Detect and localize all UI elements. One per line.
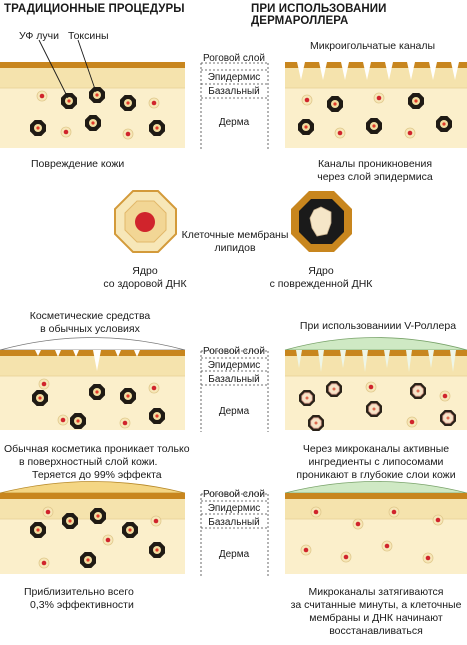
panel5-caption-2: 0,3% эффективности [30, 599, 134, 611]
toxins-label: Токсины [68, 30, 109, 42]
layer-label-epidermis-1: Эпидермис [207, 72, 261, 83]
panel2-top-label: Микроигольчатые каналы [310, 40, 436, 52]
panel3-caption-2: в поверхностный слой кожи. [19, 456, 158, 468]
panel2-caption-1: Каналы проникновения [317, 158, 433, 170]
healthy-cell-label-2: со здоровой ДНК [103, 278, 187, 290]
layer-label-basal-3: Базальный [208, 517, 260, 528]
layer-label-dermis-3: Дерма [218, 549, 250, 560]
panel2-caption-2: через слой эпидермиса [317, 171, 433, 183]
layer-label-epidermis-3: Эпидермис [207, 503, 261, 514]
panel6-caption-3: мембраны и ДНК начинают [309, 612, 443, 624]
damaged-cell-label-2: с поврежденной ДНК [269, 278, 373, 290]
panel3-caption-3: Теряется до 99% эффекта [32, 469, 162, 481]
layer-label-dermis-2: Дерма [218, 406, 250, 417]
panel4-caption-2: ингредиенты с липосомами [308, 456, 444, 468]
panel-4-skin [284, 337, 467, 432]
panel-6-skin [284, 481, 467, 574]
panel6-caption-2: за считанные минуты, а клеточные [290, 599, 462, 611]
layer-label-epidermis-2: Эпидермис [207, 360, 261, 371]
header-dermaroller: ПРИ ИСПОЛЬЗОВАНИИ ДЕРМАРОЛЛЕРА [251, 3, 387, 27]
panel4-top-label: При использованиии V-Роллера [299, 320, 457, 332]
panel-2-skin [285, 62, 467, 148]
panel4-caption-3: проникают в глубокие слои кожи [296, 469, 456, 481]
toxins-pointer [77, 39, 97, 93]
layer-brackets-bottom [200, 493, 269, 576]
damaged-cell-large [291, 191, 352, 252]
uv-pointer [38, 39, 69, 99]
panel-5-skin [0, 481, 186, 574]
layer-label-basal-1: Базальный [208, 86, 260, 97]
panel5-caption-1: Приблизительно всего [24, 586, 134, 598]
header-traditional: ТРАДИЦИОННЫЕ ПРОЦЕДУРЫ [4, 3, 185, 15]
panel3-caption-1: Обычная косметика проникает только [4, 443, 190, 455]
healthy-cell-label-1: Ядро [132, 265, 158, 277]
membrane-label-1: Клеточные мембраны [181, 229, 289, 241]
layer-label-basal-2: Базальный [208, 374, 260, 385]
layer-label-corneum-2: Роговой слой [202, 346, 265, 357]
layer-label-corneum-1: Роговой слой [202, 53, 265, 64]
damaged-cell-label-1: Ядро [308, 265, 334, 277]
panel3-top-1: Косметические средства [29, 310, 151, 322]
panel6-caption-4: восстанавливаться [329, 625, 423, 637]
layer-label-dermis-1: Дерма [218, 117, 250, 128]
panel-1-skin [0, 39, 185, 148]
layer-brackets-top [200, 62, 269, 150]
panel4-caption-1: Через микроканалы активные [302, 443, 450, 455]
layer-brackets-middle [200, 350, 269, 432]
panel3-top-2: в обычных условиях [40, 323, 140, 335]
healthy-cell-large [114, 190, 177, 253]
panel1-caption: Повреждение кожи [31, 158, 125, 170]
membrane-label-2: липидов [214, 242, 256, 254]
uv-label: УФ лучи [19, 30, 59, 42]
panel6-caption-1: Микроканалы затягиваются [308, 586, 444, 598]
panel-3-skin [0, 337, 186, 430]
layer-label-corneum-3: Роговой слой [202, 489, 265, 500]
